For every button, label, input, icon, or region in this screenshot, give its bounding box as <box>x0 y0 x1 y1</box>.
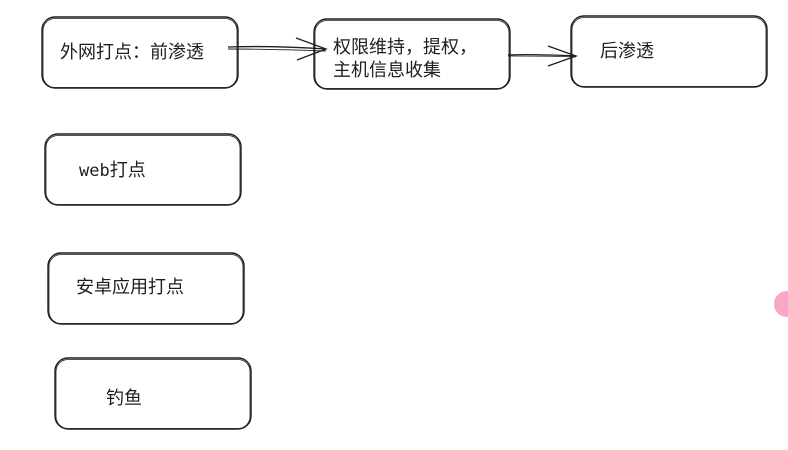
node-label-web-suffix: 打点 <box>109 160 146 181</box>
node-box-android[interactable] <box>47 252 245 325</box>
node-label-web-prefix: web <box>79 161 110 181</box>
node-label-web: web打点 <box>79 160 146 182</box>
arrow-privilege-to-post[interactable] <box>507 45 578 67</box>
node-label-post: 后渗透 <box>600 41 654 62</box>
node-box-phishing[interactable] <box>54 357 252 430</box>
node-box-post[interactable] <box>570 15 768 88</box>
edge-indicator-dot[interactable] <box>774 291 788 317</box>
node-box-external[interactable] <box>41 16 239 89</box>
node-label-phishing: 钓鱼 <box>106 388 142 409</box>
node-label-external: 外网打点：前渗透 <box>60 42 204 63</box>
node-label-android: 安卓应用打点 <box>76 277 184 298</box>
node-label-privilege-line1: 权限维持，提权， <box>333 37 477 58</box>
node-box-web[interactable] <box>44 133 242 206</box>
arrow-external-to-privilege[interactable] <box>227 37 328 61</box>
node-label-privilege-line2: 主机信息收集 <box>333 60 441 81</box>
